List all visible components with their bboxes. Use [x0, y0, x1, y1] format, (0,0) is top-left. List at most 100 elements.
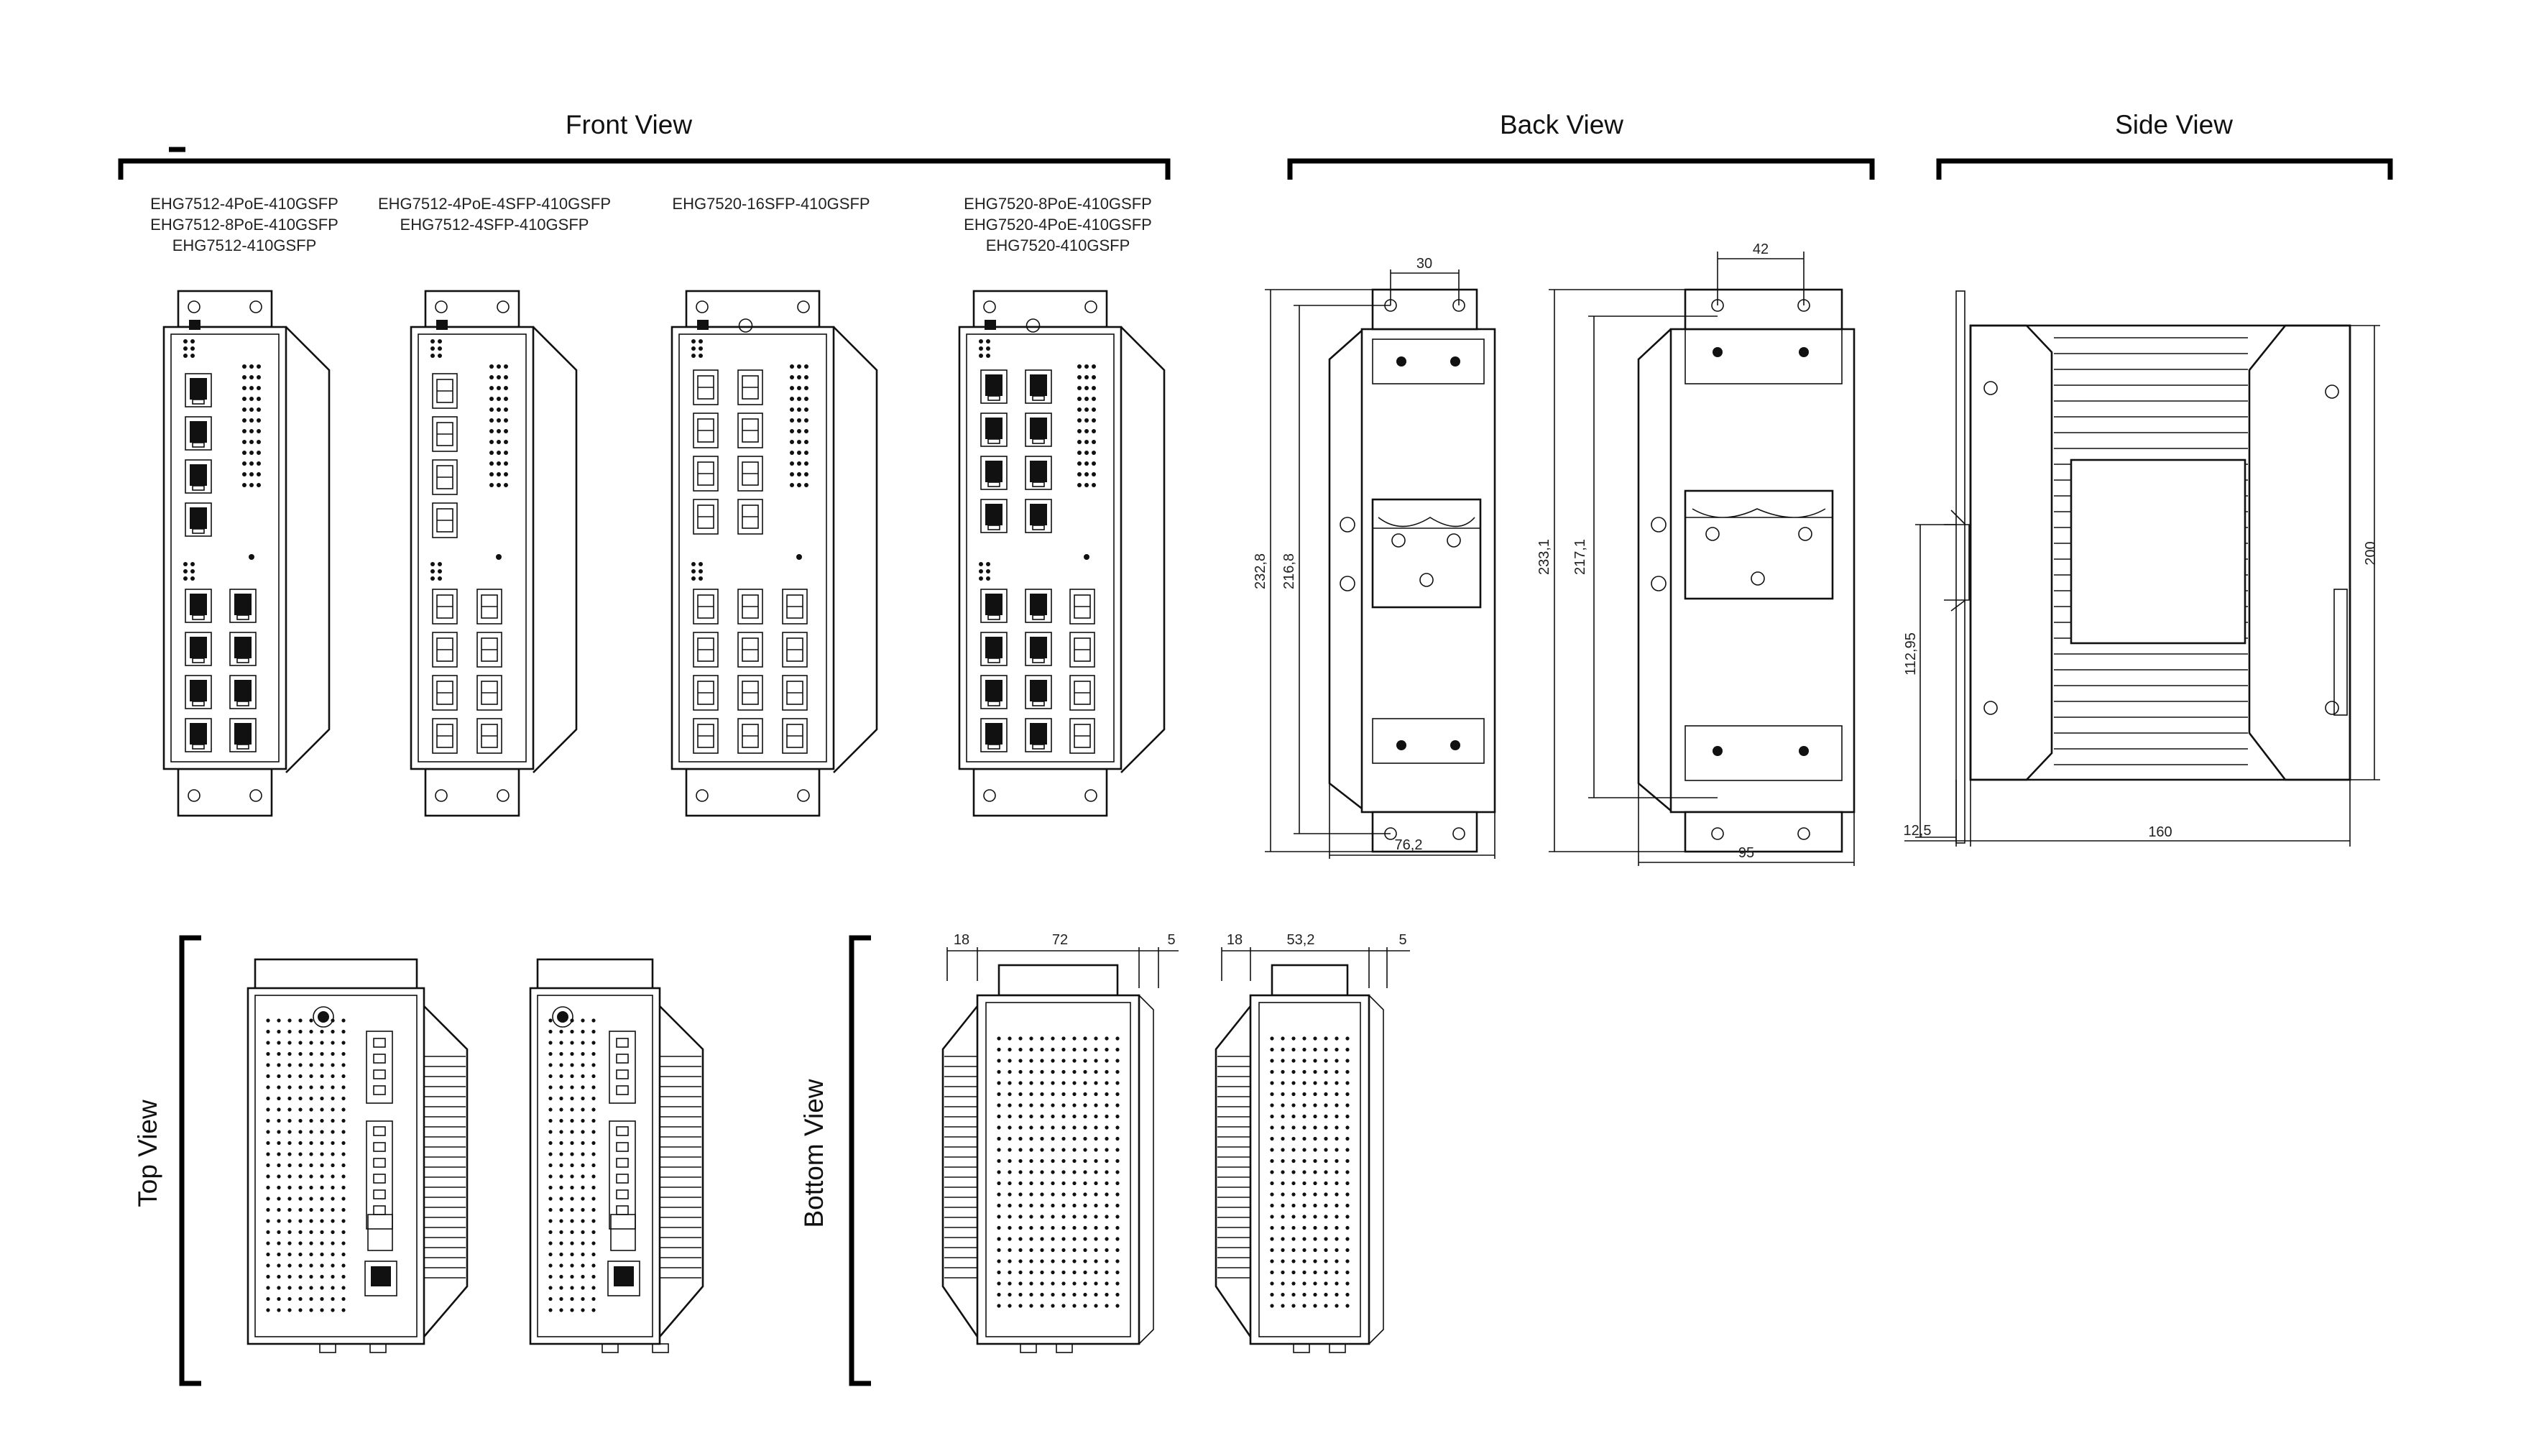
- vent-hole: [266, 1174, 270, 1179]
- rj45-port: [980, 632, 1008, 666]
- vent-hole: [277, 1118, 281, 1123]
- vent-hole: [320, 1207, 324, 1212]
- vent-hole: [1302, 1203, 1306, 1208]
- vent-hole: [1008, 1103, 1012, 1107]
- vent-hole: [1061, 1148, 1066, 1152]
- vent-hole: [266, 1308, 270, 1312]
- vent-hole: [548, 1286, 553, 1290]
- vent-hole: [287, 1185, 292, 1190]
- vent-hole: [1335, 1292, 1339, 1297]
- vent-hole: [1061, 1225, 1066, 1230]
- vent-hole: [1335, 1125, 1339, 1130]
- vent-hole: [331, 1197, 335, 1201]
- vent-hole: [1313, 1292, 1317, 1297]
- vent-hole: [1029, 1047, 1033, 1052]
- vent-hole: [1281, 1225, 1285, 1230]
- vent-hole: [1077, 451, 1082, 455]
- vent-hole: [249, 472, 254, 476]
- vent-hole: [1281, 1136, 1285, 1141]
- vent-hole: [699, 354, 703, 358]
- vent-hole: [1040, 1148, 1044, 1152]
- vent-hole: [249, 418, 254, 423]
- heat-sink-edge: [941, 1005, 979, 1337]
- rj45-jack: [985, 504, 1003, 525]
- side-hole: [1340, 517, 1355, 533]
- vent-hole: [997, 1136, 1001, 1141]
- vent-hole: [1335, 1059, 1339, 1063]
- top-panel: [537, 995, 653, 1337]
- vent-hole: [1324, 1036, 1328, 1041]
- vent-hole: [341, 1074, 346, 1079]
- sfp-port: [737, 413, 763, 448]
- vent-hole: [1270, 1047, 1274, 1052]
- vent-hole: [1040, 1136, 1044, 1141]
- status-led: [796, 554, 802, 560]
- top-housing: [246, 987, 425, 1345]
- vent-hole: [1083, 1225, 1087, 1230]
- vent-hole: [591, 1219, 596, 1223]
- console-port: [364, 1261, 397, 1296]
- vent-hole: [790, 440, 794, 444]
- vent-hole: [266, 1029, 270, 1034]
- model-label: EHG7520-410GSFP: [986, 236, 1130, 254]
- vent-hole: [591, 1185, 596, 1190]
- vent-hole: [320, 1018, 324, 1023]
- vent-hole: [804, 429, 808, 433]
- vent-hole: [1270, 1203, 1274, 1208]
- vent-hole: [1270, 1292, 1274, 1297]
- vent-hole: [699, 569, 703, 573]
- vent-hole: [257, 375, 261, 379]
- vent-hole: [997, 1270, 1001, 1275]
- vent-hole: [1018, 1304, 1023, 1308]
- rj45-latch: [987, 614, 1000, 620]
- vent-hole: [591, 1152, 596, 1156]
- grounding-post: [313, 1006, 334, 1028]
- vent-hole: [287, 1286, 292, 1290]
- vent-hole: [266, 1274, 270, 1279]
- grounding-screw: [697, 320, 709, 330]
- vent-hole: [1281, 1248, 1285, 1253]
- vent-hole: [1291, 1059, 1296, 1063]
- vent-hole: [298, 1185, 303, 1190]
- mount-hole: [249, 789, 262, 802]
- rj45-jack: [190, 464, 207, 486]
- vent-hole: [1302, 1069, 1306, 1074]
- bottom-mount-tab: [1684, 811, 1843, 853]
- terminal-screw: [373, 1085, 386, 1095]
- vent-hole: [331, 1296, 335, 1301]
- vent-hole: [249, 397, 254, 401]
- top-plate: [1372, 338, 1485, 384]
- bottom-foot: [602, 1343, 619, 1353]
- vent-hole: [591, 1063, 596, 1067]
- rj45-jack: [1030, 637, 1047, 658]
- vent-hole: [257, 440, 261, 444]
- vent-hole: [287, 1041, 292, 1045]
- vent-hole: [548, 1085, 553, 1089]
- side-lip: [1368, 995, 1384, 1345]
- vent-hole: [1345, 1148, 1350, 1152]
- vent-hole: [1083, 1059, 1087, 1063]
- vent-hole: [979, 562, 983, 566]
- vent-hole: [1291, 1248, 1296, 1253]
- vent-hole: [277, 1063, 281, 1067]
- side-heat-sink: [1120, 326, 1166, 773]
- rj45-latch: [236, 658, 249, 663]
- dim-width-top: 30: [1416, 256, 1432, 272]
- vent-hole: [1105, 1225, 1109, 1230]
- vent-hole: [1281, 1259, 1285, 1263]
- vent-hole: [1281, 1281, 1285, 1286]
- vent-hole: [331, 1118, 335, 1123]
- vent-hole: [1094, 1158, 1098, 1164]
- vent-hole: [1029, 1192, 1033, 1197]
- vent-hole: [320, 1118, 324, 1123]
- vent-hole: [1092, 451, 1096, 455]
- rj45-latch: [987, 395, 1000, 401]
- vent-hole: [1029, 1215, 1033, 1219]
- vent-hole: [1072, 1047, 1077, 1052]
- vent-hole: [1018, 1237, 1023, 1241]
- vent-hole: [320, 1274, 324, 1279]
- vent-hole: [257, 483, 261, 487]
- vent-hole: [287, 1308, 292, 1312]
- vent-hole: [277, 1041, 281, 1045]
- vent-hole: [1270, 1114, 1274, 1119]
